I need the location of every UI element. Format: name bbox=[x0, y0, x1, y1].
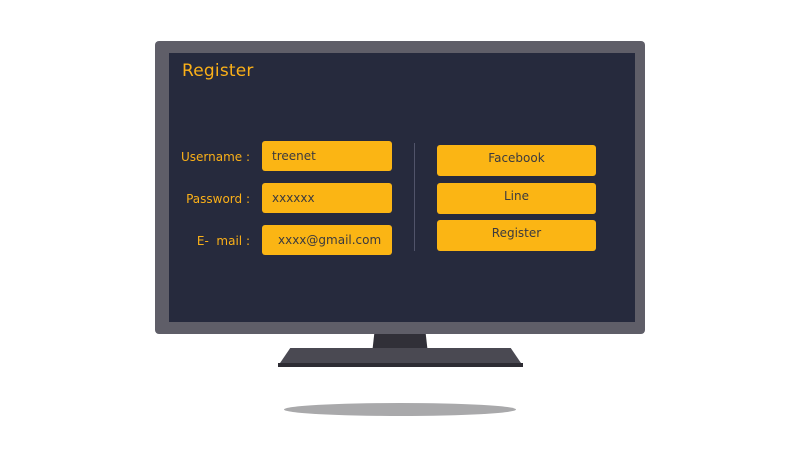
line-button[interactable]: Line bbox=[437, 183, 596, 214]
password-field[interactable]: xxxxxx bbox=[262, 183, 392, 213]
register-button[interactable]: Register bbox=[437, 220, 596, 251]
monitor-screen: Register Username : treenet Password : x… bbox=[169, 53, 635, 322]
monitor-stand-base bbox=[278, 348, 523, 366]
floor-shadow bbox=[284, 403, 516, 416]
password-label: Password : bbox=[186, 192, 250, 206]
username-label: Username : bbox=[180, 150, 250, 164]
vertical-divider bbox=[414, 143, 415, 251]
page-title: Register bbox=[182, 61, 254, 81]
facebook-button[interactable]: Facebook bbox=[437, 145, 596, 176]
username-field[interactable]: treenet bbox=[262, 141, 392, 171]
monitor-stand-edge bbox=[278, 363, 523, 367]
email-label: E- mail : bbox=[196, 234, 250, 248]
email-field[interactable]: xxxx@gmail.com bbox=[262, 225, 392, 255]
